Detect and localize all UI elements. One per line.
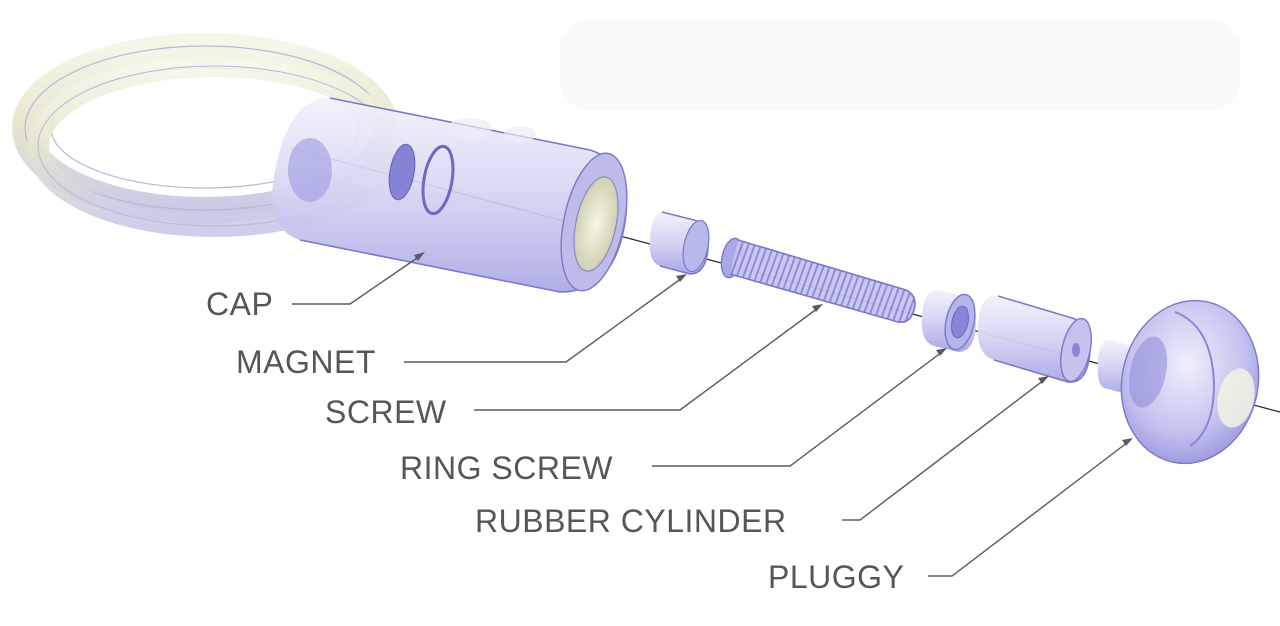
ring-screw-leader: [652, 351, 943, 467]
background-watermark: [560, 20, 1240, 110]
cap-label: CAP: [206, 286, 274, 322]
magnet-leader: [404, 277, 683, 363]
ring-screw-label: RING SCREW: [400, 450, 613, 486]
pluggy-leader: [928, 441, 1129, 577]
rubber-cylinder-label: RUBBER CYLINDER: [475, 503, 787, 539]
cap-part: [272, 97, 628, 293]
rubber-cylinder-leader: [842, 379, 1045, 521]
magnet-part: [649, 211, 710, 275]
screw-label: SCREW: [325, 394, 447, 430]
screw-part: [720, 237, 916, 324]
ring-screw-part: [921, 289, 977, 352]
pluggy-part: [1097, 299, 1260, 465]
magnet-label: MAGNET: [236, 344, 376, 380]
cap-leader: [292, 255, 421, 305]
screw-leader: [474, 307, 819, 411]
pluggy-label: PLUGGY: [768, 559, 905, 595]
rubber-cylinder-part: [977, 295, 1092, 383]
leader-lines: [292, 252, 1133, 577]
